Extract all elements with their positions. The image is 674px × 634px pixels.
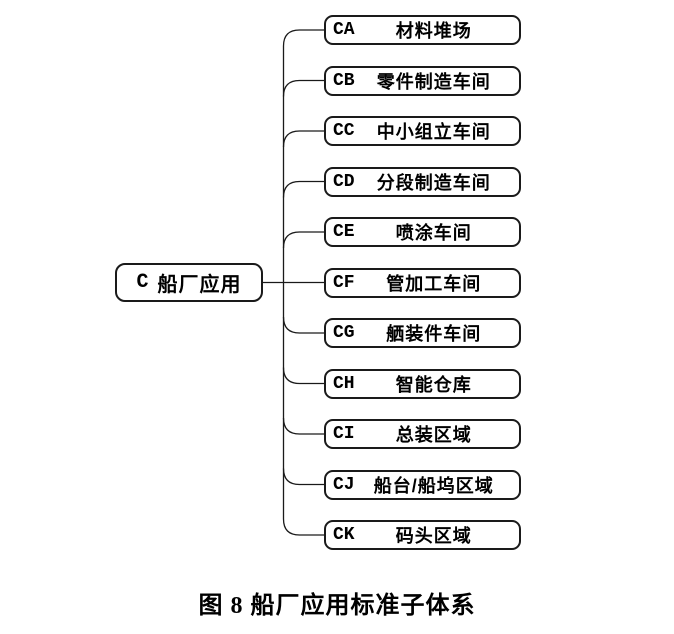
tree-node-cd[interactable]: CD 分段制造车间 — [324, 166, 521, 197]
node-label: 管加工车间 — [386, 273, 482, 294]
node-label: 零件制造车间 — [376, 71, 491, 92]
node-label: 码头区域 — [395, 526, 472, 546]
node-code: CI — [333, 424, 355, 444]
node-code: CK — [333, 525, 355, 545]
node-code: CF — [333, 272, 355, 293]
connector-line — [282, 180, 324, 198]
node-label: 喷涂车间 — [395, 223, 472, 243]
node-label: 船厂应用 — [157, 274, 242, 296]
tree-node-root[interactable]: C 船厂应用 — [115, 263, 263, 302]
node-label: 材料堆场 — [395, 21, 472, 41]
node-code: CD — [333, 171, 355, 192]
node-label: 分段制造车间 — [376, 172, 491, 193]
tree-node-cb[interactable]: CB 零件制造车间 — [324, 65, 521, 96]
node-code: CG — [333, 323, 355, 343]
node-code: CC — [333, 121, 355, 141]
connector-line — [282, 417, 324, 435]
tree-node-ch[interactable]: CH 智能仓库 — [324, 368, 521, 399]
tree-node-cj[interactable]: CJ 船台/船坞区域 — [324, 469, 521, 500]
node-label: 总装区域 — [395, 425, 472, 445]
connector-line — [282, 130, 324, 148]
node-label: 中小组立车间 — [376, 122, 491, 142]
connector-line — [282, 316, 324, 334]
connector-line — [282, 468, 324, 486]
connector-line — [282, 79, 324, 97]
tree-node-cf[interactable]: CF 管加工车间 — [324, 267, 521, 298]
figure-caption: 图 8 船厂应用标准子体系 — [198, 593, 476, 619]
tree-node-cc[interactable]: CC 中小组立车间 — [324, 116, 521, 146]
node-code: CJ — [333, 474, 355, 495]
node-code: CE — [333, 222, 355, 242]
node-label: 舾装件车间 — [386, 324, 482, 344]
connector-line — [282, 29, 324, 47]
node-label: 智能仓库 — [395, 374, 472, 395]
node-label: 船台/船坞区域 — [373, 475, 494, 496]
node-code: CB — [333, 70, 355, 91]
node-code: C — [136, 271, 149, 294]
node-code: CH — [333, 373, 355, 394]
tree-node-cg[interactable]: CG 舾装件车间 — [324, 318, 521, 348]
tree-node-ci[interactable]: CI 总装区域 — [324, 419, 521, 449]
node-code: CA — [333, 20, 355, 40]
tree-node-ca[interactable]: CA 材料堆场 — [324, 15, 521, 45]
connector-line — [282, 518, 324, 536]
tree-node-ce[interactable]: CE 喷涂车间 — [324, 217, 521, 247]
connector-line — [282, 231, 324, 249]
connector-line — [282, 367, 324, 385]
tree-node-ck[interactable]: CK 码头区域 — [324, 520, 521, 550]
